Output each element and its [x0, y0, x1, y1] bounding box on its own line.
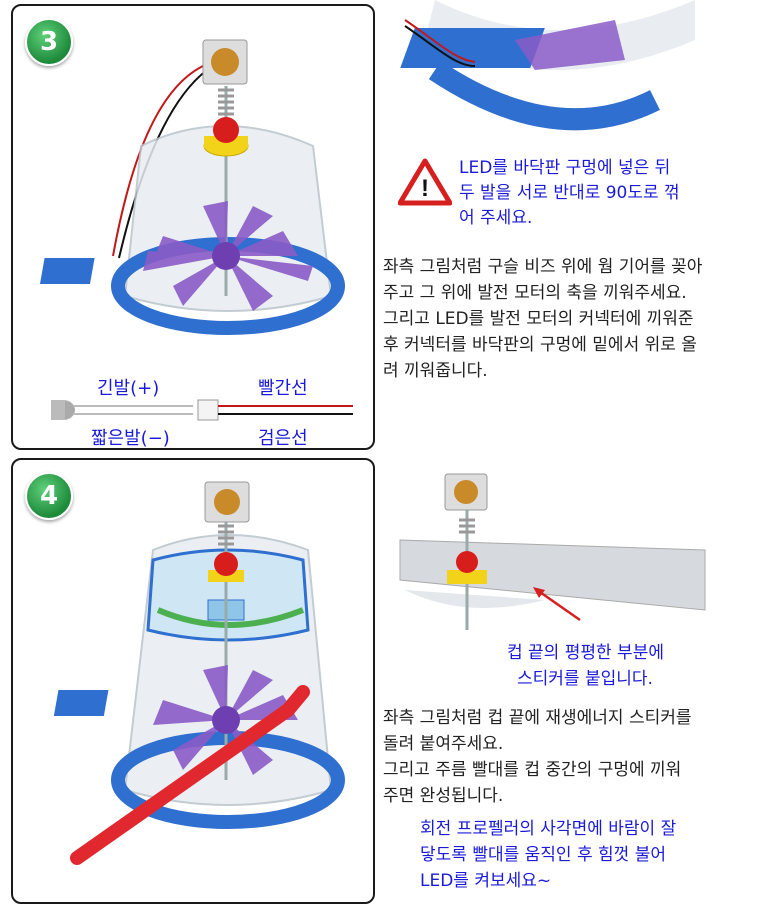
short-leg-label: 짧은발(−): [91, 428, 170, 449]
step4-closeup-illustration: [399, 473, 706, 630]
description-line: 좌측 그림처럼 구슬 비즈 위에 웜 기어를 꽂아: [383, 257, 703, 277]
black-wire-label: 검은선: [258, 428, 308, 449]
description-line: 주면 완성됩니다.: [383, 786, 504, 806]
step3-illustration: [39, 39, 345, 335]
long-leg-label: 긴발(+): [97, 378, 160, 399]
description-line: 좌측 그림처럼 컵 끝에 재생에너지 스티커를: [383, 708, 692, 728]
step3-description: 좌측 그림처럼 구슬 비즈 위에 웜 기어를 꽂아 주고 그 위에 발전 모터의…: [383, 254, 753, 384]
callout-line: 컵 끝의 평평한 부분에: [507, 643, 664, 663]
step4-tip: 회전 프로펠러의 사각면에 바람이 잘 닿도록 빨대를 움직인 후 힘껏 불어 …: [420, 816, 676, 894]
tip-line: LED를 켜보세요~: [420, 871, 552, 891]
warning-line: 두 발을 서로 반대로 90도로 꺾: [459, 183, 680, 203]
description-line: 주고 그 위에 발전 모터의 축을 끼워주세요.: [383, 283, 687, 303]
step4-illustration: [53, 481, 345, 865]
tip-line: 회전 프로펠러의 사각면에 바람이 잘: [420, 819, 677, 839]
description-line: 그리고 주름 빨대를 컵 중간의 구멍에 끼워: [383, 760, 682, 780]
description-line: 후 커넥터를 바닥판의 구멍에 밑에서 위로 올: [383, 335, 697, 355]
warning-icon: !: [398, 158, 452, 206]
step4-badge: 4: [25, 472, 73, 520]
step3-panel: 3: [11, 4, 375, 450]
description-line: 려 끼워줍니다.: [383, 361, 488, 381]
step3-badge: 3: [25, 18, 73, 66]
warning-line: LED를 바닥판 구멍에 넣은 뒤: [459, 158, 671, 178]
led-connector-diagram: [51, 399, 353, 421]
callout-line: 스티커를 붙입니다.: [517, 669, 653, 689]
red-wire-label: 빨간선: [258, 378, 308, 399]
step3-warning-text: LED를 바닥판 구멍에 넣은 뒤 두 발을 서로 반대로 90도로 꺾 어 주…: [459, 156, 680, 231]
step3-closeup-illustration: [400, 0, 695, 131]
step4-callout: 컵 끝의 평평한 부분에 스티커를 붙입니다.: [507, 640, 664, 692]
description-line: 그리고 LED를 발전 모터의 커넥터에 끼워준: [383, 309, 694, 329]
step4-description: 좌측 그림처럼 컵 끝에 재생에너지 스티커를 돌려 붙여주세요. 그리고 주름…: [383, 705, 753, 809]
warning-line: 어 주세요.: [459, 208, 533, 228]
step4-panel: 4: [11, 458, 375, 904]
svg-text:!: !: [421, 175, 429, 202]
tip-line: 닿도록 빨대를 움직인 후 힘껏 불어: [420, 845, 666, 865]
description-line: 돌려 붙여주세요.: [383, 734, 504, 754]
